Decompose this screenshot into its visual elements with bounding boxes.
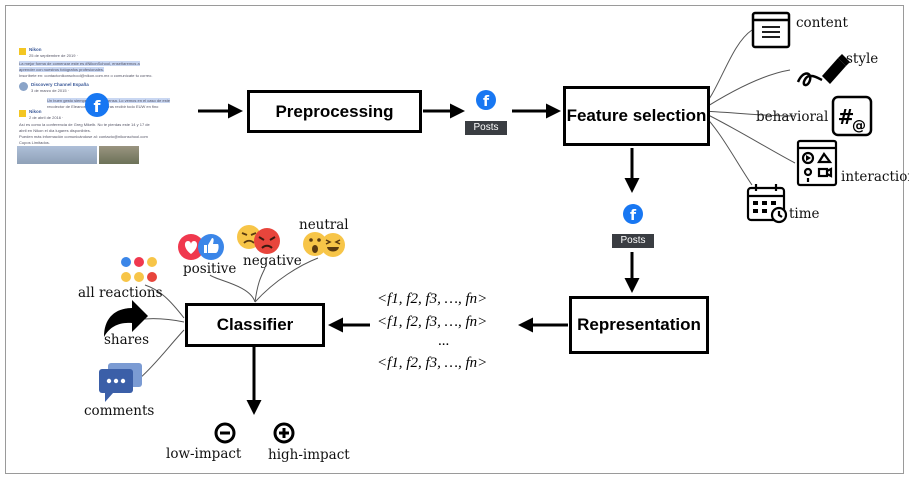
post-photo [99,146,139,164]
svg-text:@: @ [852,118,866,134]
wow-reaction-icon [303,232,327,256]
pen-icon [796,54,850,87]
svg-text:#: # [838,105,855,129]
post-date: 2 de abril de 2016 · [29,115,64,120]
post-author: Nikon [29,47,42,52]
post-line: aprender con nuestros fotógrafos profesi… [19,67,104,72]
comments-label: comments [84,403,155,419]
post-date: 3 de marzo de 2015 · [31,88,70,93]
time-label: time [789,206,820,222]
facebook-icon: f [623,204,643,224]
heart-reaction-icon [178,234,204,260]
haha-reaction-icon [321,233,345,257]
nikon-logo [19,48,26,55]
shares-label: shares [104,332,150,348]
post-line: Así es como la conferencia de Greg Mikel… [19,122,150,127]
comment-icon [99,363,142,402]
facebook-icon: f [85,93,109,117]
avatar [19,82,28,91]
all-reactions-icon [121,257,157,282]
calendar-clock-icon [746,184,788,224]
post-line: abril en Nikon el día lugares disponible… [19,128,91,133]
angry-reaction-icon [254,228,280,254]
content-icon [751,11,791,49]
nikon-logo [19,110,26,117]
positive-label: positive [183,261,237,277]
diagram-frame [5,5,904,474]
vector-ellipsis: ... [438,333,450,349]
svg-text:f: f [630,208,637,224]
representation-box: Representation [569,296,709,354]
svg-text:f: f [483,94,490,110]
plus-circle-icon [273,422,295,444]
post-date: 25 de septiembre de 2019 · [29,53,78,58]
all-reactions-label: all reactions [78,285,163,301]
feature-vector: <f1, f2, f3, …, fn> [377,355,488,371]
like-reaction-icon [198,234,224,260]
post-author: Discovery Channel España [31,82,89,87]
interaction-label: interaction [841,169,909,185]
post-line: Cupos Limitados. [19,140,50,145]
post-line: Inscríbete en: contactonikonschool@nikon… [19,73,153,78]
svg-text:f: f [94,97,102,116]
post-line: Un buen gesto siempre es recompensa. Lo … [47,98,170,103]
share-icon [104,300,148,337]
facebook-post-screenshot: Nikon 25 de septiembre de 2019 · La mejo… [17,46,175,164]
post-line: Pueden más información comunicándose al:… [19,134,148,139]
low-impact-label: low-impact [166,446,242,462]
neutral-label: neutral [299,217,349,233]
feature-vector: <f1, f2, f3, …, fn> [377,314,488,330]
posts-tag: Posts [612,234,654,248]
post-photo [17,146,97,164]
style-label: style [846,51,879,67]
post-author: Nikon [29,109,42,114]
behavioral-label: behavioral [756,109,829,125]
feature-branches [699,29,796,186]
classifier-box: Classifier [185,303,325,347]
post-line: La mejor forma de comenzar este es #Niko… [19,61,140,66]
media-icon [796,139,838,187]
facebook-icon: f [476,90,496,110]
preprocessing-box: Preprocessing [247,90,422,133]
high-impact-label: high-impact [268,447,350,463]
minus-circle-icon [214,422,236,444]
negative-label: negative [243,253,302,269]
content-label: content [796,15,848,31]
feature-vector: <f1, f2, f3, …, fn> [377,291,488,307]
feature-selection-box: Feature selection [563,86,710,146]
posts-tag: Posts [465,121,507,135]
hashtag-icon: # @ [831,95,873,137]
